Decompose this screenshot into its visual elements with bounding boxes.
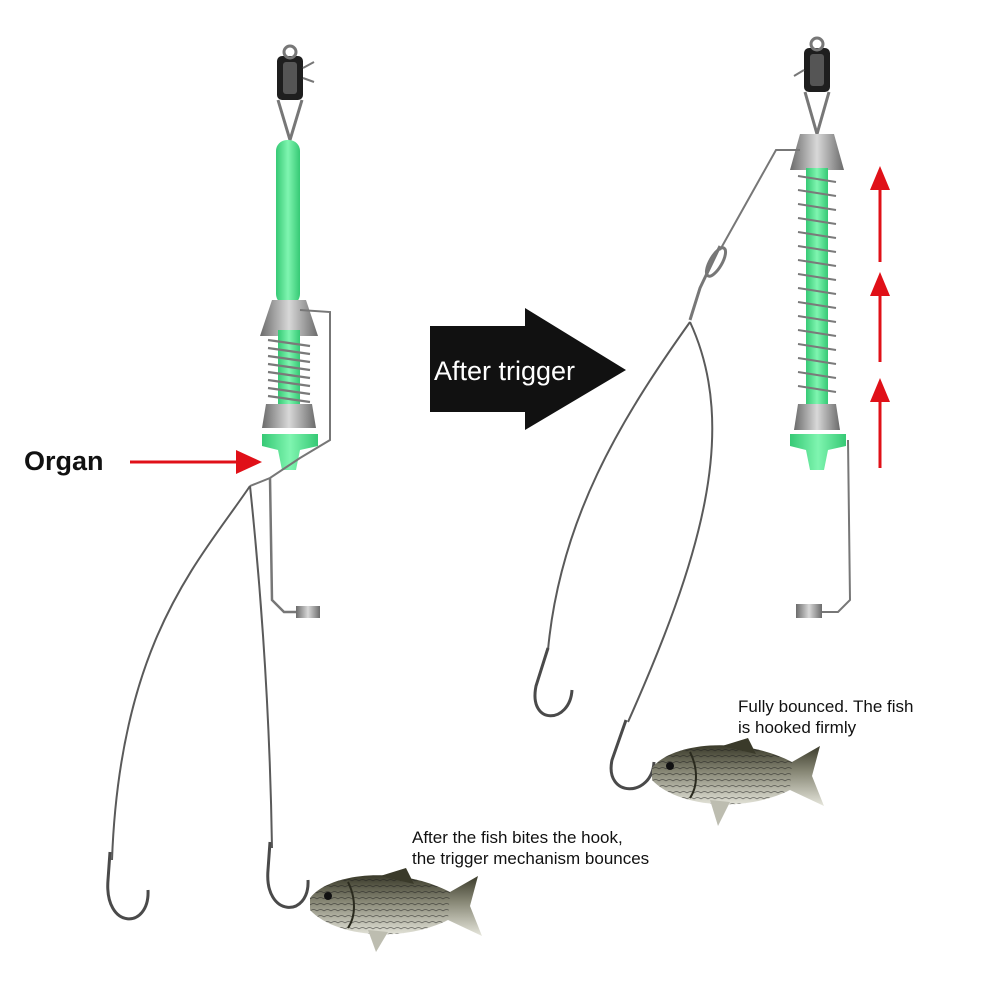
green-rod: [276, 140, 300, 305]
after-caption-line1: Fully bounced. The fish: [738, 697, 914, 716]
after-caption-line2: is hooked firmly: [738, 718, 857, 737]
fish-icon: [310, 868, 482, 952]
organ-arrow: [130, 450, 262, 474]
hook-icon: [106, 841, 310, 921]
spring-cap-icon: [260, 300, 318, 336]
swivel-icon: [793, 36, 831, 140]
fish-icon: [652, 738, 824, 826]
trigger-disc: [262, 434, 318, 470]
spring-coil: [797, 175, 837, 393]
before-caption-line2: the trigger mechanism bounces: [412, 849, 650, 868]
spring-coil: [267, 338, 311, 404]
up-arrows: [870, 166, 890, 468]
hook-icon: [533, 647, 656, 791]
organ-label: Organ: [24, 446, 104, 476]
left-device: [106, 44, 331, 921]
before-caption-line1: After the fish bites the hook,: [412, 828, 623, 847]
after-trigger-label: After trigger: [434, 356, 576, 386]
right-device: [533, 36, 852, 791]
swivel-icon: [276, 44, 315, 146]
trigger-arrow-icon: [430, 308, 626, 430]
